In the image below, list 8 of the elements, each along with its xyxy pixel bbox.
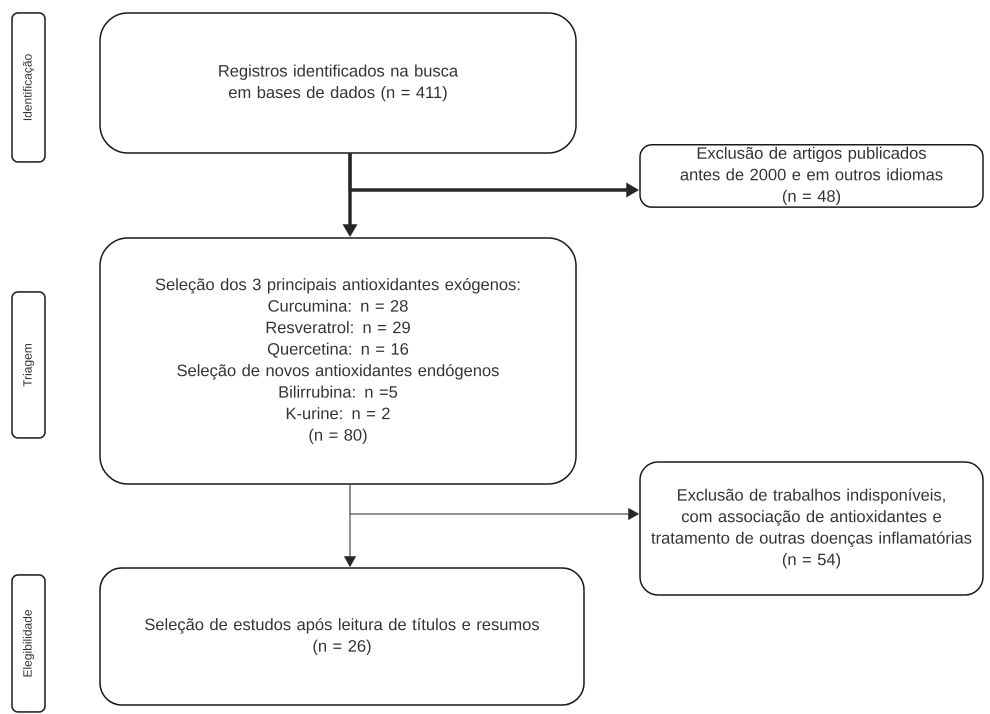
process-box: Seleção de estudos após leitura de títulos e resumos (n = 26) [99,567,585,706]
process-box: Exclusão de artigos publicados antes de 2000 e em outros idiomas (n = 48) [639,144,984,208]
process-box: Exclusão de trabalhos indisponíveis, com associação de antioxidantes e tratamento de outras doenças inflamatórias (n = 54) [639,461,984,596]
stage-label: Elegibilidade [11,574,46,713]
process-box: Seleção dos 3 principais antioxidantes exógenos: Curcumina: n = 28 Resveratrol: n = 29 Quercetina: n = 16 Seleção de novos antioxidantes endógenos Bilirrubina: n =5 K-urine: n = 2 (n = 80) [99,237,577,485]
stage-label: Triagem [11,291,46,439]
process-box: Registros identificados na busca em bases de dados (n = 411) [99,12,577,154]
stage-label: Identificação [11,12,46,163]
